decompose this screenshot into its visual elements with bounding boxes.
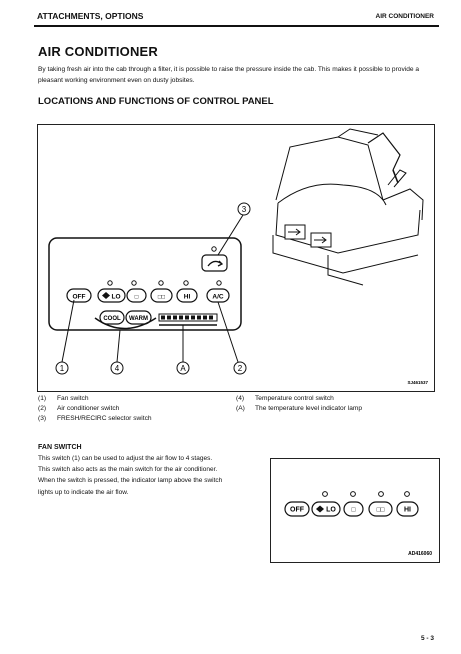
legend-item: (2) Air conditioner switch	[38, 404, 152, 414]
hi-button-label: HI	[184, 294, 191, 301]
legend-item: (4) Temperature control switch	[236, 394, 362, 404]
fan-switch-title: FAN SWITCH	[38, 444, 82, 451]
section-header: ATTACHMENTS, OPTIONS	[37, 11, 144, 21]
legend-item: (A) The temperature level indicator lamp	[236, 404, 362, 414]
hi-button-label: HI	[404, 507, 411, 514]
off-button-label: OFF	[73, 294, 86, 301]
panel-outline	[48, 237, 242, 331]
legend-key: (3)	[38, 414, 47, 422]
fan-switch-line: This switch also acts as the main switch…	[38, 466, 218, 474]
callout-1: 1	[60, 364, 65, 373]
legend-key: (1)	[38, 395, 47, 402]
control-panel-figure: OFF LO □ □□ HI A/C COOL WARM	[37, 124, 435, 392]
off-button-shape	[66, 288, 92, 303]
off-button-shape	[284, 501, 310, 517]
ac-button-label: A/C	[212, 294, 224, 301]
lo-button-label: LO	[111, 294, 120, 301]
legend-item: (3) FRESH/RECIRC selector switch	[38, 414, 152, 424]
callout-circles: 1 4 A 2 3	[55, 202, 251, 375]
legend-text: The temperature level indicator lamp	[255, 404, 363, 412]
fan-switch-line: This switch (1) can be used to adjust th…	[38, 455, 213, 462]
mid-low-button-label: □	[135, 295, 139, 301]
control-panel-diagram: OFF LO □ □□ HI A/C COOL WARM	[48, 128, 428, 385]
legend-item: (1) Fan switch	[38, 394, 152, 404]
cab-console-illustration	[272, 128, 424, 286]
intro-paragraph: By taking fresh air into the cab through…	[38, 66, 420, 84]
callout-a: A	[180, 364, 186, 373]
topic-header: AIR CONDITIONER	[375, 13, 435, 20]
legend-text: FRESH/RECIRC selector switch	[57, 414, 152, 422]
temperature-level-indicator	[158, 313, 218, 326]
callout-4: 4	[115, 364, 120, 373]
lo-button-shape	[97, 288, 126, 303]
legend-text: Temperature control switch	[255, 395, 334, 402]
cool-button-label: COOL	[103, 316, 121, 322]
callout-leaders	[61, 214, 244, 363]
figure2-code: AD416060	[408, 551, 432, 557]
page-title: AIR CONDITIONER	[38, 44, 158, 59]
legend-key: (A)	[236, 404, 245, 412]
recirc-lamp	[211, 246, 217, 252]
mid-high-button-label: □□	[158, 295, 166, 301]
cool-button-shape	[99, 310, 125, 325]
temp-switch-bracket	[94, 317, 157, 330]
legend-right: (4) Temperature control switch (A) The t…	[236, 394, 362, 414]
fan-switch-diagram: OFF LO □ □□ HI AD416060	[284, 491, 432, 557]
legend-key: (2)	[38, 404, 47, 412]
fan-switch-line: When the switch is pressed, the indicato…	[38, 477, 223, 485]
off-button-label: OFF	[290, 507, 305, 514]
hi-button-shape	[396, 501, 419, 517]
fan-switch-text: This switch (1) can be used to adjust th…	[38, 453, 273, 498]
callout-3: 3	[242, 205, 247, 214]
button-row: OFF LO □ □□ HI A/C	[66, 288, 230, 303]
section-title: LOCATIONS AND FUNCTIONS OF CONTROL PANEL	[38, 96, 274, 107]
mid-high-button-shape	[150, 288, 173, 303]
header-rule	[34, 25, 439, 27]
fan-indicator-lamps	[107, 280, 222, 286]
mid-high-button-shape	[368, 501, 393, 517]
legend-left: (1) Fan switch (2) Air conditioner switc…	[38, 394, 152, 423]
mid-low-button-shape	[126, 288, 147, 303]
legend-key: (4)	[236, 395, 245, 402]
lo-button-shape	[311, 501, 341, 517]
lo-button-label: LO	[326, 507, 336, 514]
warm-button-shape	[125, 310, 152, 325]
callout-2: 2	[238, 364, 243, 373]
fresh-recirc-switch	[201, 254, 228, 272]
recirc-icon	[207, 260, 224, 267]
fan-indicator-lamps	[322, 491, 410, 497]
legend-text: Fan switch	[57, 395, 89, 402]
hi-button-shape	[176, 288, 198, 303]
fan-icon	[102, 292, 110, 299]
mid-low-button-label: □	[352, 507, 356, 514]
fan-switch-figure: OFF LO □ □□ HI AD416060	[270, 458, 440, 563]
fan-icon	[316, 505, 324, 513]
mid-low-button-shape	[343, 501, 364, 517]
page-number: 5 - 3	[420, 635, 434, 642]
temperature-control-switch: COOL WARM	[94, 310, 157, 330]
fan-switch-line: lights up to indicate the air flow.	[38, 488, 129, 496]
legend-text: Air conditioner switch	[57, 404, 120, 412]
warm-button-label: WARM	[129, 316, 148, 322]
mid-high-button-label: □□	[377, 507, 385, 514]
figure1-code: SJ461537	[407, 380, 428, 385]
